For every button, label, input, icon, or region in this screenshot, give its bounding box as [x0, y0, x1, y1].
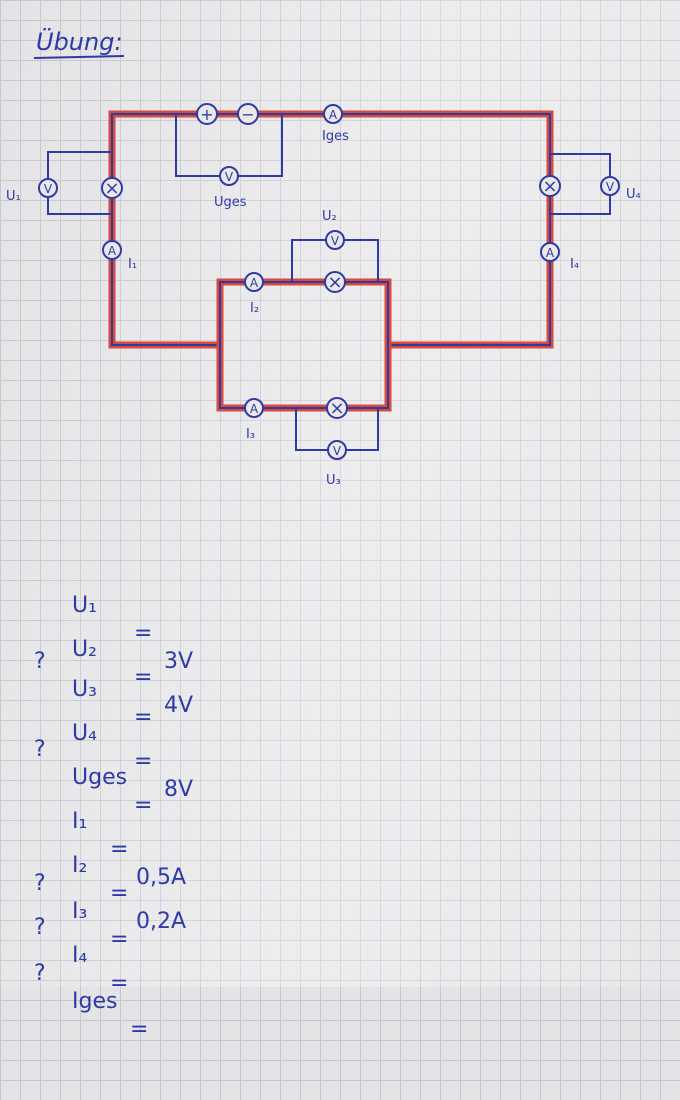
voltmeters: V V V V V: [38, 166, 620, 460]
label-u2: U₂: [322, 209, 337, 224]
svg-text:V: V: [225, 170, 234, 184]
main-circuit-wires: [108, 110, 554, 412]
equals-sign: =: [110, 881, 129, 906]
equation-variable: I₂: [72, 853, 88, 878]
worksheet-title: Übung:: [36, 27, 123, 56]
equation-row: I₂ = 0,2A: [0, 796, 680, 964]
equals-sign: =: [134, 621, 153, 646]
ammeter-i1: A: [102, 240, 122, 260]
label-u4: U₄: [626, 187, 641, 202]
equation-value: 3V: [164, 649, 194, 674]
unknown-marker: ?: [34, 961, 46, 986]
label-i3: I₃: [246, 427, 255, 442]
unknown-marker: ?: [34, 649, 46, 674]
svg-text:A: A: [329, 108, 338, 122]
battery-minus-terminal: [237, 103, 259, 125]
parallel-block-ink: [219, 281, 389, 409]
svg-text:×: ×: [104, 178, 119, 199]
equation-variable: Uges: [72, 765, 128, 790]
title-underline: [33, 55, 125, 59]
equals-sign: =: [110, 927, 129, 952]
svg-text:×: ×: [329, 398, 344, 419]
voltmeter-u2: V: [325, 230, 345, 250]
equation-variable: U₁: [72, 593, 97, 618]
label-i2: I₂: [250, 301, 259, 316]
ammeters: A A A A A: [102, 104, 560, 418]
label-u3: U₃: [326, 473, 341, 488]
svg-text:V: V: [331, 234, 340, 248]
svg-text:V: V: [333, 444, 342, 458]
equation-variable: Iges: [72, 989, 118, 1014]
lamps: × × × ×: [101, 175, 561, 419]
voltmeter-u1: V: [38, 178, 58, 198]
equation-row: U₁ = 3V: [0, 536, 680, 704]
ammeter-iges: A: [323, 104, 343, 124]
equation-row: ? I₃ =: [0, 842, 680, 1010]
equation-row: ? Uges =: [0, 708, 680, 876]
battery-plus-sign: +: [200, 105, 213, 124]
equation-variable: I₄: [72, 943, 88, 968]
lamp-1: ×: [101, 177, 123, 199]
svg-text:×: ×: [542, 176, 557, 197]
wire-ink: [111, 113, 551, 346]
ammeter-i2: A: [244, 272, 264, 292]
wire-highlight: [108, 110, 554, 349]
equation-variable: U₄: [72, 721, 97, 746]
equation-variable: U₃: [72, 677, 97, 702]
battery-plus-terminal: [196, 103, 218, 125]
label-i1: I₁: [128, 257, 137, 272]
equation-row: U₄ = 8V: [0, 664, 680, 832]
equation-row: ? Iges =: [0, 932, 680, 1100]
battery: + −: [196, 103, 259, 125]
parallel-block-highlight: [216, 278, 392, 412]
equals-sign: =: [110, 837, 129, 862]
svg-text:A: A: [250, 402, 259, 416]
equation-value: 4V: [164, 693, 194, 718]
label-uges: Uges: [214, 195, 247, 210]
equation-value: 0,2A: [136, 909, 187, 934]
lamp-3: ×: [326, 397, 348, 419]
ammeter-i3: A: [244, 398, 264, 418]
circuit-diagram: Übung: + − A A A: [6, 27, 641, 488]
unknown-marker: ?: [34, 737, 46, 762]
battery-minus-sign: −: [241, 105, 254, 124]
label-u1: U₁: [6, 189, 21, 204]
component-labels: Iges Uges U₁ U₄ U₂ U₃ I₁ I₄ I₂ I₃: [6, 129, 641, 488]
svg-text:×: ×: [327, 272, 342, 293]
equation-variable: I₁: [72, 809, 88, 834]
svg-text:V: V: [44, 182, 53, 196]
equals-sign: =: [134, 749, 153, 774]
voltmeter-uges: V: [219, 166, 239, 186]
equation-value: 0,5A: [136, 865, 187, 890]
equals-sign: =: [134, 665, 153, 690]
svg-text:A: A: [108, 244, 117, 258]
unknown-marker: ?: [34, 915, 46, 940]
ammeter-i4: A: [540, 242, 560, 262]
label-i4: I₄: [570, 257, 579, 272]
equation-row: ? U₃ =: [0, 620, 680, 788]
equation-row: I₁ = 0,5A: [0, 752, 680, 920]
label-iges: Iges: [322, 129, 349, 144]
lamp-2: ×: [324, 271, 346, 293]
svg-text:V: V: [606, 180, 615, 194]
equation-value: 8V: [164, 777, 194, 802]
svg-text:A: A: [546, 246, 555, 260]
equation-variable: I₃: [72, 899, 88, 924]
lamp-4: ×: [539, 175, 561, 197]
equals-sign: =: [134, 793, 153, 818]
equation-row: U₂ = 4V: [0, 580, 680, 748]
svg-text:A: A: [250, 276, 259, 290]
equals-sign: =: [130, 1017, 149, 1042]
unknown-marker: ?: [34, 871, 46, 896]
voltmeter-u4: V: [600, 176, 620, 196]
equation-variable: U₂: [72, 637, 97, 662]
equals-sign: =: [134, 705, 153, 730]
voltmeter-u3: V: [327, 440, 347, 460]
